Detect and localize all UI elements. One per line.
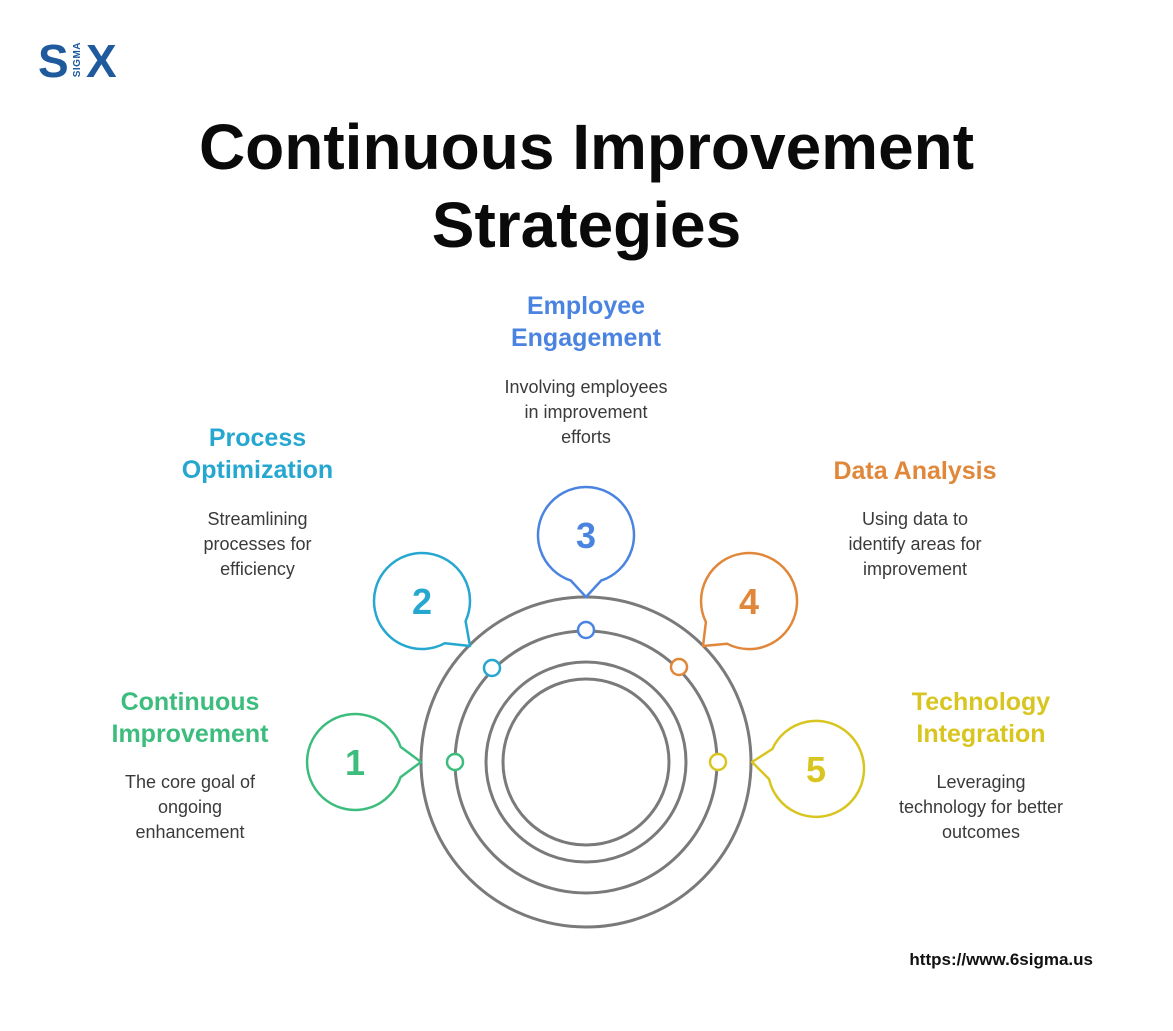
step-description-3: Involving employees in improvement efforts [470, 375, 702, 450]
step-description-line: The core goal of [124, 772, 256, 792]
step-title-line: Optimization [181, 456, 334, 484]
step-description-line: identify areas for [848, 534, 982, 554]
step-description-line: enhancement [135, 822, 245, 842]
step-description-line: processes for [203, 534, 312, 554]
step-number-2: 2 [412, 581, 432, 622]
step-number-3: 3 [576, 515, 596, 556]
step-description-line: outcomes [941, 822, 1021, 842]
connector-dot-5 [708, 752, 728, 772]
page-title: Continuous Improvement Strategies [0, 108, 1173, 264]
step-description-line: improvement [862, 559, 968, 579]
step-description-line: in improvement [524, 402, 648, 422]
step-description-line: technology for better [898, 797, 1064, 817]
step-description-line: Involving employees [504, 377, 668, 397]
step-description-line: Using data to [861, 509, 969, 529]
ring-3 [484, 660, 688, 864]
step-description-line: efficiency [220, 559, 295, 579]
website-url: https://www.6sigma.us [909, 950, 1093, 969]
step-number-4: 4 [739, 581, 759, 622]
step-bubble-1 [305, 712, 423, 812]
step-description-line: efforts [561, 427, 611, 447]
six-sigma-logo: S SIGMA X [38, 36, 128, 86]
step-description-line: Leveraging [936, 772, 1026, 792]
ring-4 [501, 677, 671, 847]
logo-letter-s: S [38, 35, 69, 87]
step-title-line: Engagement [510, 324, 662, 352]
step-bubbles: 1 2 3 4 5 [305, 485, 866, 819]
connector-dot-2 [482, 658, 502, 678]
step-bubble-5 [750, 719, 866, 819]
connector-dot-1 [445, 752, 465, 772]
step-title-line: Integration [916, 720, 1046, 748]
step-bubble-3 [536, 485, 636, 599]
step-description-line: ongoing [157, 797, 223, 817]
step-description-4: Using data to identify areas for improveme… [815, 507, 1015, 582]
step-title-line: Improvement [111, 720, 269, 748]
step-description-1: The core goal of ongoing enhancement [95, 770, 285, 845]
connector-dot-4 [669, 657, 689, 677]
page-title-line-2: Strategies [431, 189, 742, 261]
logo-letter-x: X [86, 35, 117, 87]
connector-dot-3 [576, 620, 596, 640]
step-bubble-2 [372, 551, 472, 651]
ring-connector-dots [445, 620, 728, 772]
step-title-line: Process [208, 424, 307, 452]
step-number-5: 5 [806, 749, 826, 790]
step-description-2: Streamlining processes for efficiency [160, 507, 355, 582]
step-title-4: Data Analysis [810, 455, 1020, 487]
step-title-line: Technology [911, 688, 1051, 716]
step-title-line: Continuous [120, 688, 260, 716]
step-title-line: Data Analysis [833, 457, 997, 485]
page-title-line-1: Continuous Improvement [198, 111, 975, 183]
step-number-1: 1 [345, 742, 365, 783]
step-title-line: Employee [526, 292, 646, 320]
step-bubble-4 [699, 551, 799, 651]
step-description-line: Streamlining [207, 509, 308, 529]
step-description-5: Leveraging technology for better outcomes [876, 770, 1086, 845]
